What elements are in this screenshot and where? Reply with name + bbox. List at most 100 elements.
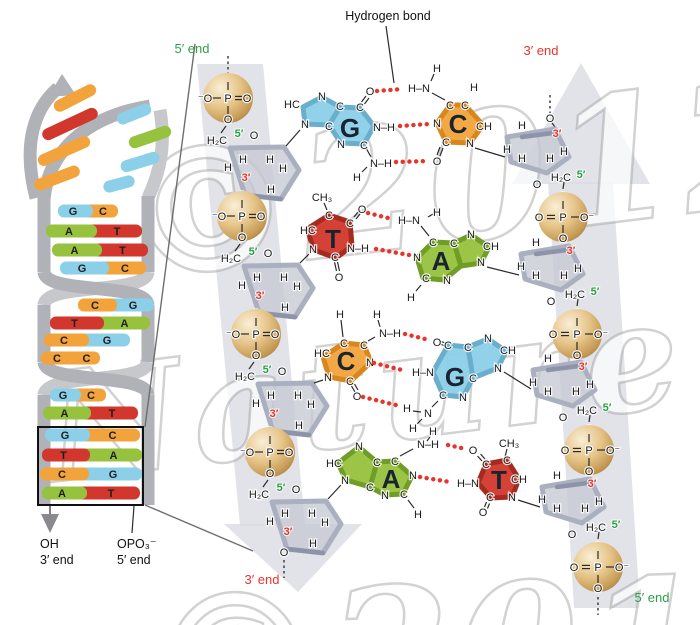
bond-line: [517, 499, 541, 508]
sugar-ring: [504, 126, 572, 176]
rung-half-right: [94, 316, 150, 330]
three-prime-label: 3′: [284, 526, 293, 538]
atom-label: HC: [284, 99, 300, 111]
rung-letter: T: [108, 488, 115, 500]
bond-line: [486, 266, 520, 276]
bond-line: [353, 211, 359, 218]
atom-label: H: [532, 237, 540, 249]
atom-label: H: [279, 163, 287, 175]
ring-oxygen: O: [533, 179, 542, 191]
rung-half-right: [80, 428, 140, 442]
atom-label: CH: [483, 241, 499, 253]
atom-label: H₂C: [221, 253, 241, 265]
atom-label: H: [574, 263, 582, 275]
atom-label: ⁻O: [198, 93, 213, 105]
atom-label: C: [503, 455, 511, 467]
atom-label: O: [535, 212, 544, 224]
atom-label: N: [324, 372, 332, 384]
atom-label: H: [586, 379, 594, 391]
rung-half-right: [80, 448, 142, 462]
bond-line: [353, 383, 359, 391]
rung-half-left: [50, 388, 81, 402]
atom-label: H: [595, 496, 603, 508]
rung-letter: G: [109, 469, 118, 481]
atom-label: H: [407, 292, 415, 304]
bond-line: [439, 343, 446, 347]
sugar-bond-bar: [554, 480, 591, 490]
atom-label: O: [353, 391, 362, 403]
hydrogen-bond-dots: [393, 158, 432, 165]
bond-line: [377, 319, 381, 328]
base-ring: [335, 444, 380, 490]
base-letter: G: [445, 362, 465, 392]
figure-labels: Hydrogen bond 5′ end 3′ end 3′ end 5′ en…: [40, 9, 669, 605]
atom-label: N: [443, 275, 451, 287]
bond-line: [234, 243, 241, 252]
base-letter: A: [432, 246, 451, 276]
base-ring: [300, 94, 343, 128]
atom-label: O: [433, 156, 442, 168]
atom-label: N: [477, 257, 485, 269]
hydrogen-bond-dots: [360, 394, 403, 409]
sugar-ring: [539, 476, 607, 526]
atom-label: N: [413, 252, 421, 264]
atom-label: P: [559, 212, 566, 224]
phosphate-sphere: [552, 309, 602, 359]
sugar-ring: [518, 243, 586, 293]
atom-label: O: [266, 468, 275, 480]
atom-label: H: [252, 398, 260, 410]
rung-letter: T: [60, 450, 67, 462]
bond-line: [420, 225, 430, 237]
atom-label: C: [346, 218, 354, 230]
base-ring: [320, 340, 374, 384]
rung-half-right: [81, 406, 138, 420]
rung-half-left: [50, 316, 104, 330]
rung-half-left: [60, 261, 109, 275]
sugar-bond-bar: [545, 363, 582, 373]
atom-label: N: [337, 139, 345, 151]
sugar-bond-bar: [519, 130, 556, 140]
hydrogen-bond-dots: [402, 331, 432, 343]
atom-label: H: [307, 399, 315, 411]
atom-label: HC: [300, 225, 316, 237]
atom-label: P: [224, 93, 231, 105]
atom-label: H: [529, 377, 537, 389]
atom-label: C: [482, 459, 490, 471]
atom-label: ⁻O: [212, 211, 227, 223]
atom-label: H: [560, 270, 568, 282]
atom-label: N: [366, 357, 374, 369]
atom-label: C: [450, 238, 458, 250]
atom-label: O: [433, 337, 442, 349]
atom-label: H–N: [457, 478, 479, 490]
atom-label: H: [253, 272, 261, 284]
atom-label: P: [594, 562, 601, 574]
atom-label: O: [335, 272, 344, 284]
hydrogen-bonds: [360, 86, 469, 485]
hydrogen-bond-dots: [417, 474, 453, 485]
five-prime-label: 5′: [235, 128, 244, 140]
helix-top-arrow-head: [48, 74, 76, 97]
base-ring: [434, 102, 486, 146]
ring-oxygen: O: [250, 130, 259, 142]
atom-label: H: [581, 503, 589, 515]
atom-label: O: [469, 445, 478, 457]
rung-half-right: [77, 486, 140, 500]
atom-label: H: [532, 270, 540, 282]
rung-letter: A: [110, 450, 118, 462]
atom-label: H: [309, 538, 317, 550]
hydrogen-bond-dots: [374, 86, 405, 94]
atom-label: N: [355, 441, 363, 453]
atom-label: P: [238, 211, 245, 223]
atom-label: H: [572, 386, 580, 398]
sugar-ring: [269, 498, 344, 556]
bond-line: [480, 453, 486, 460]
bond-line: [576, 298, 579, 307]
atom-label: C: [439, 390, 447, 402]
